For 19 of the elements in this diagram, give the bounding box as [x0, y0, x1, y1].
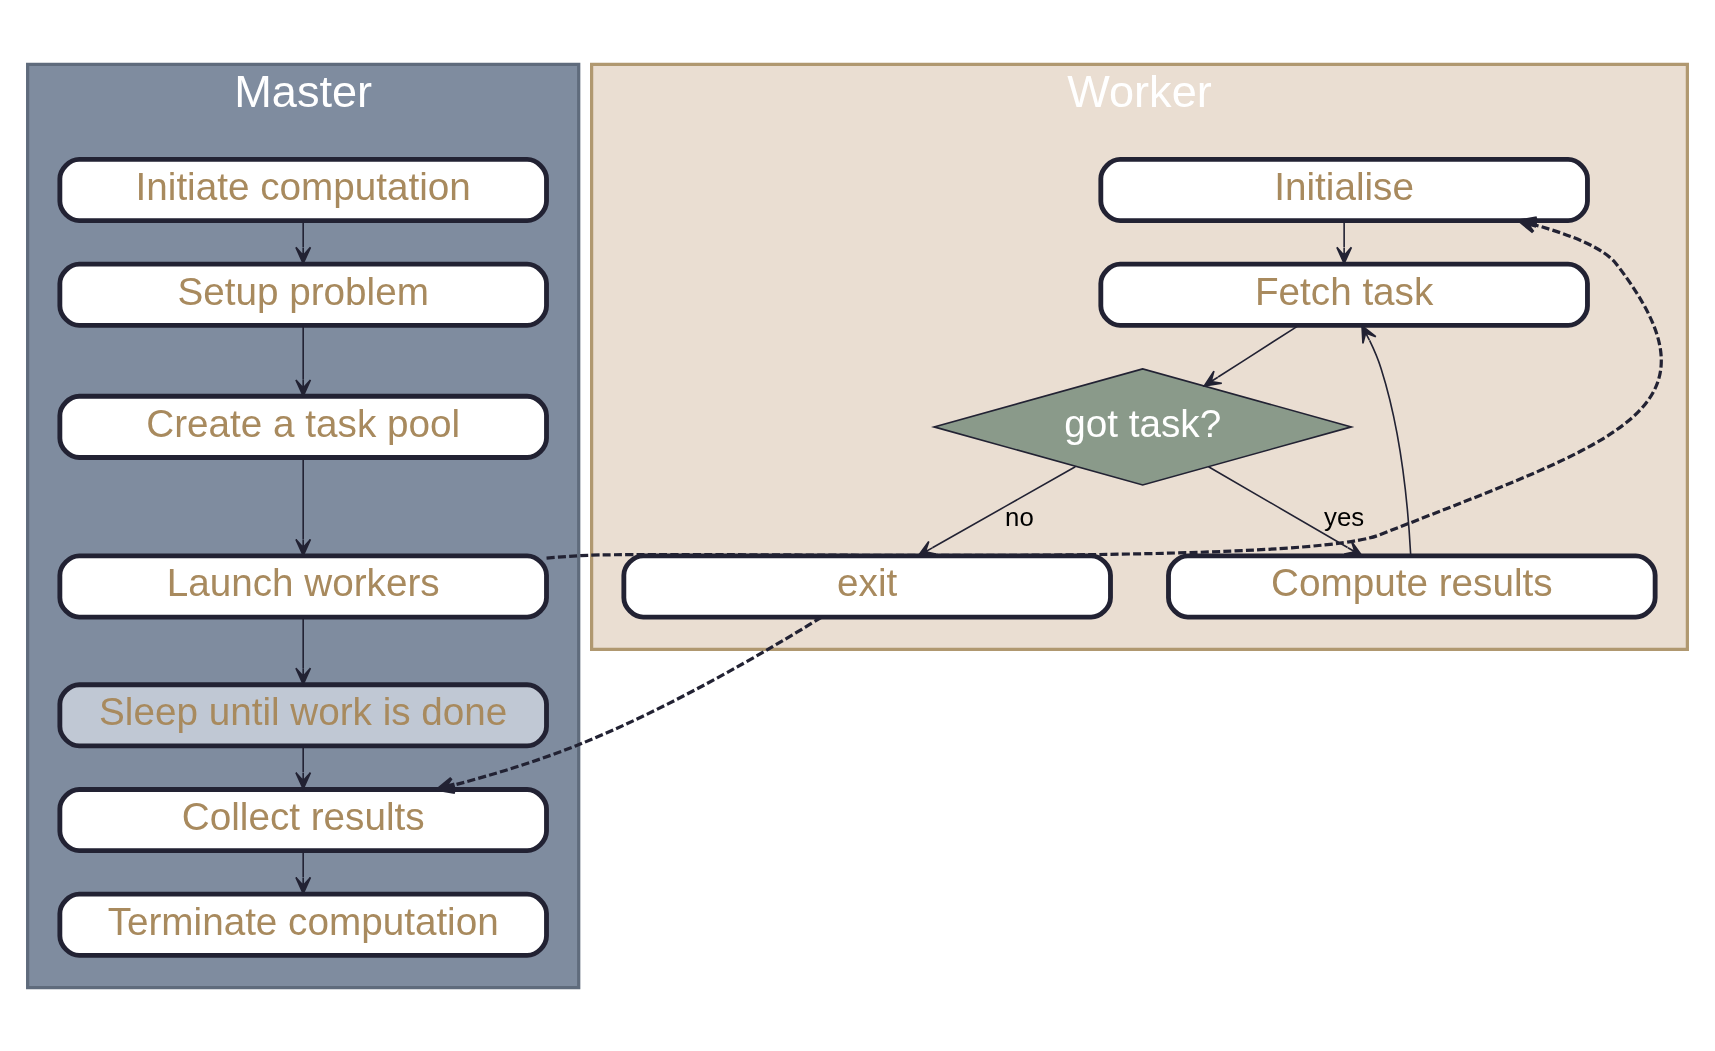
arrow	[295, 745, 312, 790]
node-box: Sleep until work is done	[57, 681, 549, 748]
arrow	[1207, 465, 1363, 557]
node-box: Collect results	[57, 786, 549, 853]
node-box: Compute results	[1166, 552, 1658, 619]
node-box: Initialise	[1098, 156, 1590, 223]
node-box: Launch workers	[57, 552, 549, 619]
edge-label: no	[1005, 502, 1034, 531]
node-box: Create a task pool	[57, 393, 549, 460]
node-box: Initiate computation	[57, 156, 549, 223]
arrow	[1361, 324, 1412, 556]
arrow	[917, 465, 1077, 557]
node-box: exit	[621, 552, 1113, 619]
node-box: Fetch task	[1098, 261, 1590, 328]
arrow	[295, 324, 312, 397]
edge-label: yes	[1324, 502, 1365, 531]
node-box: Setup problem	[57, 261, 549, 328]
node-box: Terminate computation	[57, 891, 549, 958]
arrow	[1203, 324, 1300, 387]
